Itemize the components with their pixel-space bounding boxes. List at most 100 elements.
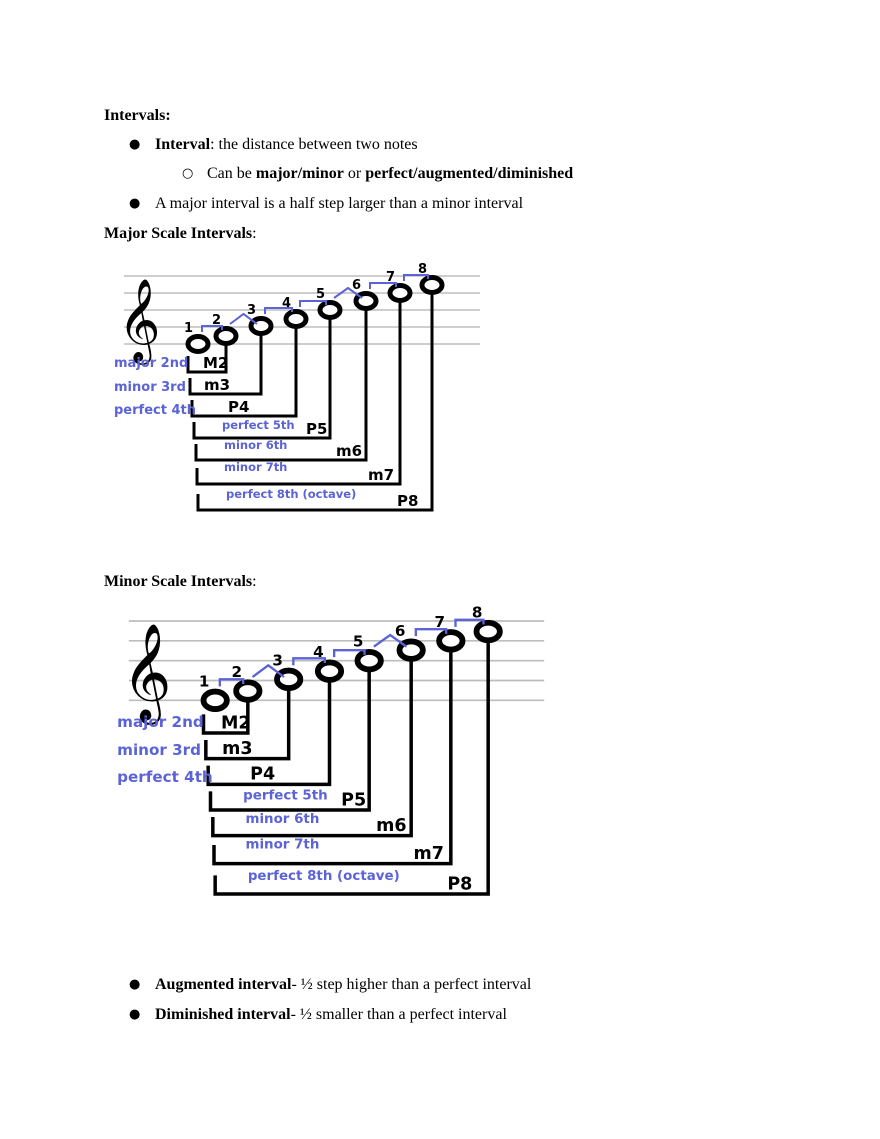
note-number-5: 5 (316, 287, 325, 302)
interval-bracket-3 (188, 335, 263, 396)
whole-step-mark (201, 325, 223, 332)
half-step-mark (229, 312, 258, 325)
inner-interval-label: minor 6th (224, 438, 287, 452)
bullet-marker: ● (129, 1007, 141, 1022)
interval-abbrev-m6: m6 (336, 442, 362, 460)
interval-bracket-5 (192, 319, 332, 440)
interval-def: : the distance between two notes (210, 136, 418, 153)
treble-clef-icon: 𝄞 (118, 277, 161, 365)
note-number-3: 3 (272, 651, 283, 669)
note-number-4: 4 (313, 643, 324, 661)
note-number-2: 2 (231, 663, 242, 681)
interval-abbrev-m7: m7 (368, 466, 394, 484)
interval-bracket-6 (194, 310, 368, 462)
inner-interval-label: perfect 5th (222, 418, 295, 432)
interval-bracket-6 (211, 660, 413, 838)
whole-step-mark (369, 282, 397, 289)
interval-types: Can be major/minor or perfect/augmented/… (207, 165, 574, 182)
interval-bracket-2 (186, 345, 228, 374)
note-number-8: 8 (472, 604, 483, 622)
whole-note-4 (314, 659, 345, 683)
left-interval-label: perfect 4th (117, 768, 213, 786)
bullet-marker: ● (129, 137, 141, 152)
note-number-4: 4 (282, 296, 291, 311)
whole-note-7 (436, 629, 466, 653)
interval-abbrev-P8: P8 (447, 874, 472, 894)
whole-step-mark (299, 300, 327, 307)
interval-bracket-3 (204, 689, 291, 761)
whole-step-mark (264, 307, 293, 314)
inner-interval-label: minor 7th (245, 838, 319, 853)
note-number-7: 7 (386, 270, 395, 285)
note-number-1: 1 (199, 672, 210, 690)
interval-abbrev-P8: P8 (397, 492, 418, 510)
whole-note-8 (473, 619, 503, 644)
note-number-2: 2 (212, 313, 221, 328)
whole-step-mark (454, 618, 485, 627)
interval-abbrev-M2: M2 (203, 354, 228, 372)
half-step-mark (373, 633, 408, 648)
interval-abbrev-P4: P4 (250, 765, 275, 785)
treble-clef-icon: 𝄞 (122, 622, 172, 724)
whole-note-5 (354, 649, 384, 673)
inner-interval-label: perfect 8th (octave) (248, 869, 400, 884)
interval-bracket-2 (201, 701, 250, 735)
interval-abbrev-m3: m3 (222, 739, 252, 759)
interval-bracket-8 (196, 294, 434, 512)
whole-step-mark (218, 678, 245, 687)
interval-abbrev-P5: P5 (306, 420, 327, 438)
inner-interval-label: minor 7th (224, 460, 287, 474)
interval-bracket-4 (190, 328, 298, 418)
note-number-6: 6 (352, 278, 361, 293)
whole-step-mark (333, 649, 366, 658)
whole-note-1 (200, 688, 230, 712)
half-step-mark (251, 663, 285, 678)
minor-scale-heading: Minor Scale Intervals: (104, 573, 257, 590)
bullet-marker: ● (129, 196, 141, 211)
diminished-interval-note: Diminished interval- ½ smaller than a pe… (155, 1006, 507, 1023)
interval-bracket-5 (208, 671, 371, 812)
whole-note-5 (317, 300, 343, 320)
whole-step-mark (414, 628, 448, 637)
note-number-1: 1 (184, 321, 193, 336)
interval-abbrev-P5: P5 (341, 790, 366, 810)
left-interval-label: perfect 4th (114, 403, 196, 418)
whole-step-mark (403, 274, 429, 281)
whole-note-7 (387, 283, 413, 303)
interval-term: Interval (155, 136, 211, 153)
note-number-3: 3 (247, 303, 256, 318)
interval-abbrev-m3: m3 (204, 376, 230, 394)
whole-note-2 (233, 679, 263, 703)
note-number-8: 8 (418, 262, 427, 277)
interval-abbrev-P4: P4 (228, 398, 249, 416)
left-interval-label: minor 3rd (117, 741, 201, 759)
interval-bracket-8 (213, 642, 490, 896)
left-interval-label: major 2nd (114, 356, 188, 371)
interval-bracket-4 (206, 681, 332, 787)
major-interval-note: A major interval is a half step larger t… (155, 195, 524, 212)
inner-interval-label: perfect 8th (octave) (226, 487, 356, 501)
whole-note-1 (185, 334, 211, 354)
interval-abbrev-m6: m6 (376, 816, 406, 836)
interval-abbrev-M2: M2 (221, 713, 251, 733)
augmented-interval-note: Augmented interval- ½ step higher than a… (155, 976, 532, 993)
whole-note-8 (419, 275, 445, 295)
left-interval-label: minor 3rd (114, 380, 186, 395)
sub-bullet-marker: ○ (182, 166, 194, 181)
major-scale-heading: Major Scale Intervals: (104, 225, 257, 242)
interval-bracket-7 (212, 651, 453, 866)
note-number-6: 6 (395, 622, 406, 640)
interval-abbrev-m7: m7 (414, 844, 444, 864)
whole-step-mark (292, 657, 326, 666)
note-number-5: 5 (353, 633, 364, 651)
section-heading-intervals: Intervals: (104, 107, 171, 124)
whole-note-2 (213, 326, 239, 346)
half-step-mark (333, 286, 363, 299)
bullet-marker: ● (129, 977, 141, 992)
left-interval-label: major 2nd (117, 713, 204, 731)
inner-interval-label: perfect 5th (243, 789, 328, 804)
whole-note-4 (283, 309, 309, 329)
note-number-7: 7 (435, 613, 446, 631)
